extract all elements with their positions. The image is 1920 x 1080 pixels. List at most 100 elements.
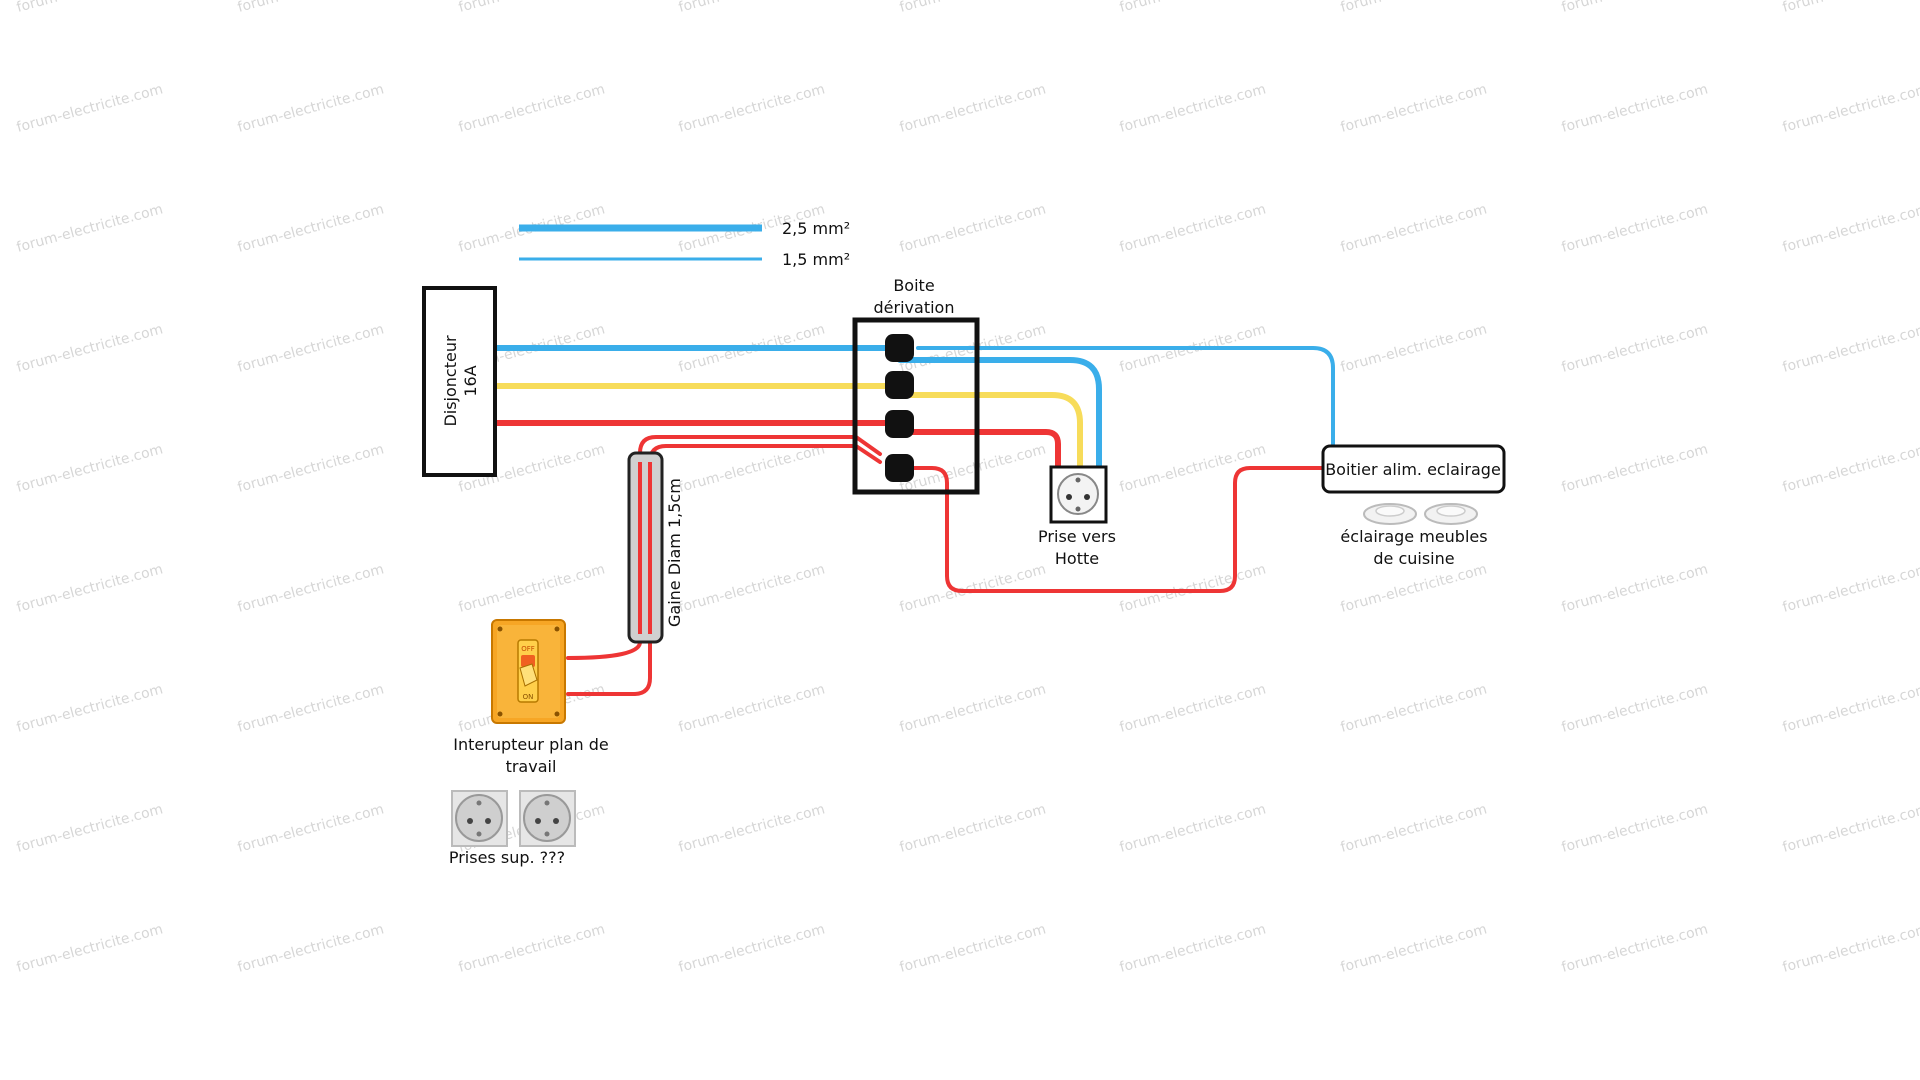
socket-hood-label-line1: Prise vers [1038, 527, 1116, 546]
watermark-text: forum-electricite.com [15, 321, 165, 375]
socket-hood-pin-left [1066, 494, 1072, 500]
watermark-text: forum-electricite.com [457, 81, 607, 135]
switch-label-line2: travail [506, 757, 557, 776]
socket-hood-earth-pin [1075, 477, 1081, 483]
conduit-tube [627, 451, 664, 644]
lighting-box-label: Boitier alim. eclairage [1325, 460, 1501, 479]
watermark-text: forum-electricite.com [1560, 0, 1710, 16]
watermark-text: forum-electricite.com [1339, 921, 1489, 975]
watermark-text: forum-electricite.com [677, 81, 827, 135]
watermark-text: forum-electricite.com [236, 561, 386, 615]
watermark-text: forum-electricite.com [1781, 921, 1920, 975]
junction-box-frame [852, 317, 980, 495]
breaker-label-line2: 16A [461, 365, 480, 396]
socket-hood-label-line2: Hotte [1055, 549, 1099, 568]
watermark-text: forum-electricite.com [1118, 81, 1268, 135]
wire-blue-to-lighting [916, 346, 1335, 449]
extra-sockets-label: Prises sup. ??? [449, 848, 565, 867]
watermark-text: forum-electricite.com [236, 201, 386, 255]
watermark-text: forum-electricite.com [15, 201, 165, 255]
conduit-label: Gaine Diam 1,5cm [665, 478, 684, 627]
watermark-text: forum-electricite.com [236, 321, 386, 375]
watermark-text: forum-electricite.com [1118, 0, 1268, 16]
watermark-text: forum-electricite.com [1560, 81, 1710, 135]
watermark-text: forum-electricite.com [1781, 201, 1920, 255]
watermark-text: forum-electricite.com [1118, 801, 1268, 855]
watermark-text: forum-electricite.com [1560, 921, 1710, 975]
junction-box-label-line1: Boite [893, 276, 934, 295]
junction-box: Boite dérivation [852, 276, 980, 495]
watermark-text: forum-electricite.com [677, 801, 827, 855]
wires [493, 345, 1335, 696]
breaker-box [422, 286, 497, 477]
watermark-text: forum-electricite.com [677, 681, 827, 735]
watermark-text: forum-electricite.com [1781, 561, 1920, 615]
watermark-text: forum-electricite.com [1339, 801, 1489, 855]
watermark-text: forum-electricite.com [1560, 561, 1710, 615]
watermark-text: forum-electricite.com [1118, 921, 1268, 975]
watermark-text: forum-electricite.com [1339, 201, 1489, 255]
watermark-text: forum-electricite.com [15, 441, 165, 495]
terminal-block-4 [885, 454, 914, 482]
watermark-text: forum-electricite.com [15, 801, 165, 855]
legend-label-1-5: 1,5 mm² [782, 250, 850, 269]
watermark-text: forum-electricite.com [236, 441, 386, 495]
watermark-text: forum-electricite.com [898, 801, 1048, 855]
wire-blue-to-socket [897, 357, 1102, 473]
watermark-text: forum-electricite.com [15, 81, 165, 135]
socket-icon [519, 790, 576, 847]
socket-hood-pin-right [1084, 494, 1090, 500]
watermark-text: forum-electricite.com [898, 0, 1048, 16]
watermark-text: forum-electricite.com [898, 201, 1048, 255]
watermark-text: forum-electricite.com [457, 921, 607, 975]
watermark-text: forum-electricite.com [1339, 681, 1489, 735]
conduit: Gaine Diam 1,5cm [627, 451, 684, 644]
watermark-text: forum-electricite.com [1118, 561, 1268, 615]
watermark-text: forum-electricite.com [1339, 561, 1489, 615]
watermark-text: forum-electricite.com [677, 0, 827, 16]
watermark-text: forum-electricite.com [457, 0, 607, 16]
screw-icon [497, 626, 503, 632]
watermark-text: forum-electricite.com [1781, 801, 1920, 855]
watermark-text: forum-electricite.com [1560, 441, 1710, 495]
watermark-text: forum-electricite.com [1339, 321, 1489, 375]
wire-yellow-to-socket [897, 392, 1083, 473]
screw-icon [497, 711, 503, 717]
watermark-text: forum-electricite.com [1118, 201, 1268, 255]
lighting-box-frame [1321, 444, 1506, 494]
worktop-switch: OFF ON Interupteur plan de travail [453, 619, 609, 776]
watermark-text: forum-electricite.com [1560, 681, 1710, 735]
screw-icon [554, 626, 560, 632]
watermark-text: forum-electricite.com [898, 921, 1048, 975]
watermark-text: forum-electricite.com [898, 81, 1048, 135]
terminal-block-1 [885, 334, 914, 362]
socket-hood-face [1057, 473, 1099, 515]
wire-red-to-lighting [898, 466, 1324, 593]
terminal-block-2 [885, 371, 914, 399]
switch-on-label: ON [523, 693, 534, 701]
socket-hood-earth-pin-bottom [1075, 506, 1081, 512]
watermark-text: forum-electricite.com [1560, 801, 1710, 855]
terminal-block-3 [885, 410, 914, 438]
breaker-label-line1: Disjoncteur [441, 335, 460, 427]
watermark-text: forum-electricite.com [677, 921, 827, 975]
lighting-box: Boitier alim. eclairage [1321, 444, 1506, 494]
watermark-text: forum-electricite.com [1781, 441, 1920, 495]
wire-red-to-socket [897, 429, 1061, 473]
switch-off-label: OFF [521, 645, 535, 653]
led-spot-icon [1363, 503, 1417, 525]
watermark-text: forum-electricite.com [1781, 0, 1920, 16]
cabinet-lights: éclairage meubles de cuisine [1340, 503, 1488, 568]
watermark-text: forum-electricite.com [236, 0, 386, 16]
cabinet-lights-label-line2: de cuisine [1373, 549, 1454, 568]
watermark-text: forum-electricite.com [457, 561, 607, 615]
watermark-text: forum-electricite.com [677, 561, 827, 615]
watermark-text: forum-electricite.com [677, 441, 827, 495]
cabinet-lights-label-line1: éclairage meubles [1340, 527, 1487, 546]
junction-box-label-line2: dérivation [874, 298, 955, 317]
watermark-text: forum-electricite.com [1560, 321, 1710, 375]
watermark-text: forum-electricite.com [1339, 81, 1489, 135]
watermark-text: forum-electricite.com [236, 81, 386, 135]
watermark-layer: forum-electricite.com forum-electricite.c… [15, 0, 1920, 976]
watermark-text: forum-electricite.com [898, 681, 1048, 735]
